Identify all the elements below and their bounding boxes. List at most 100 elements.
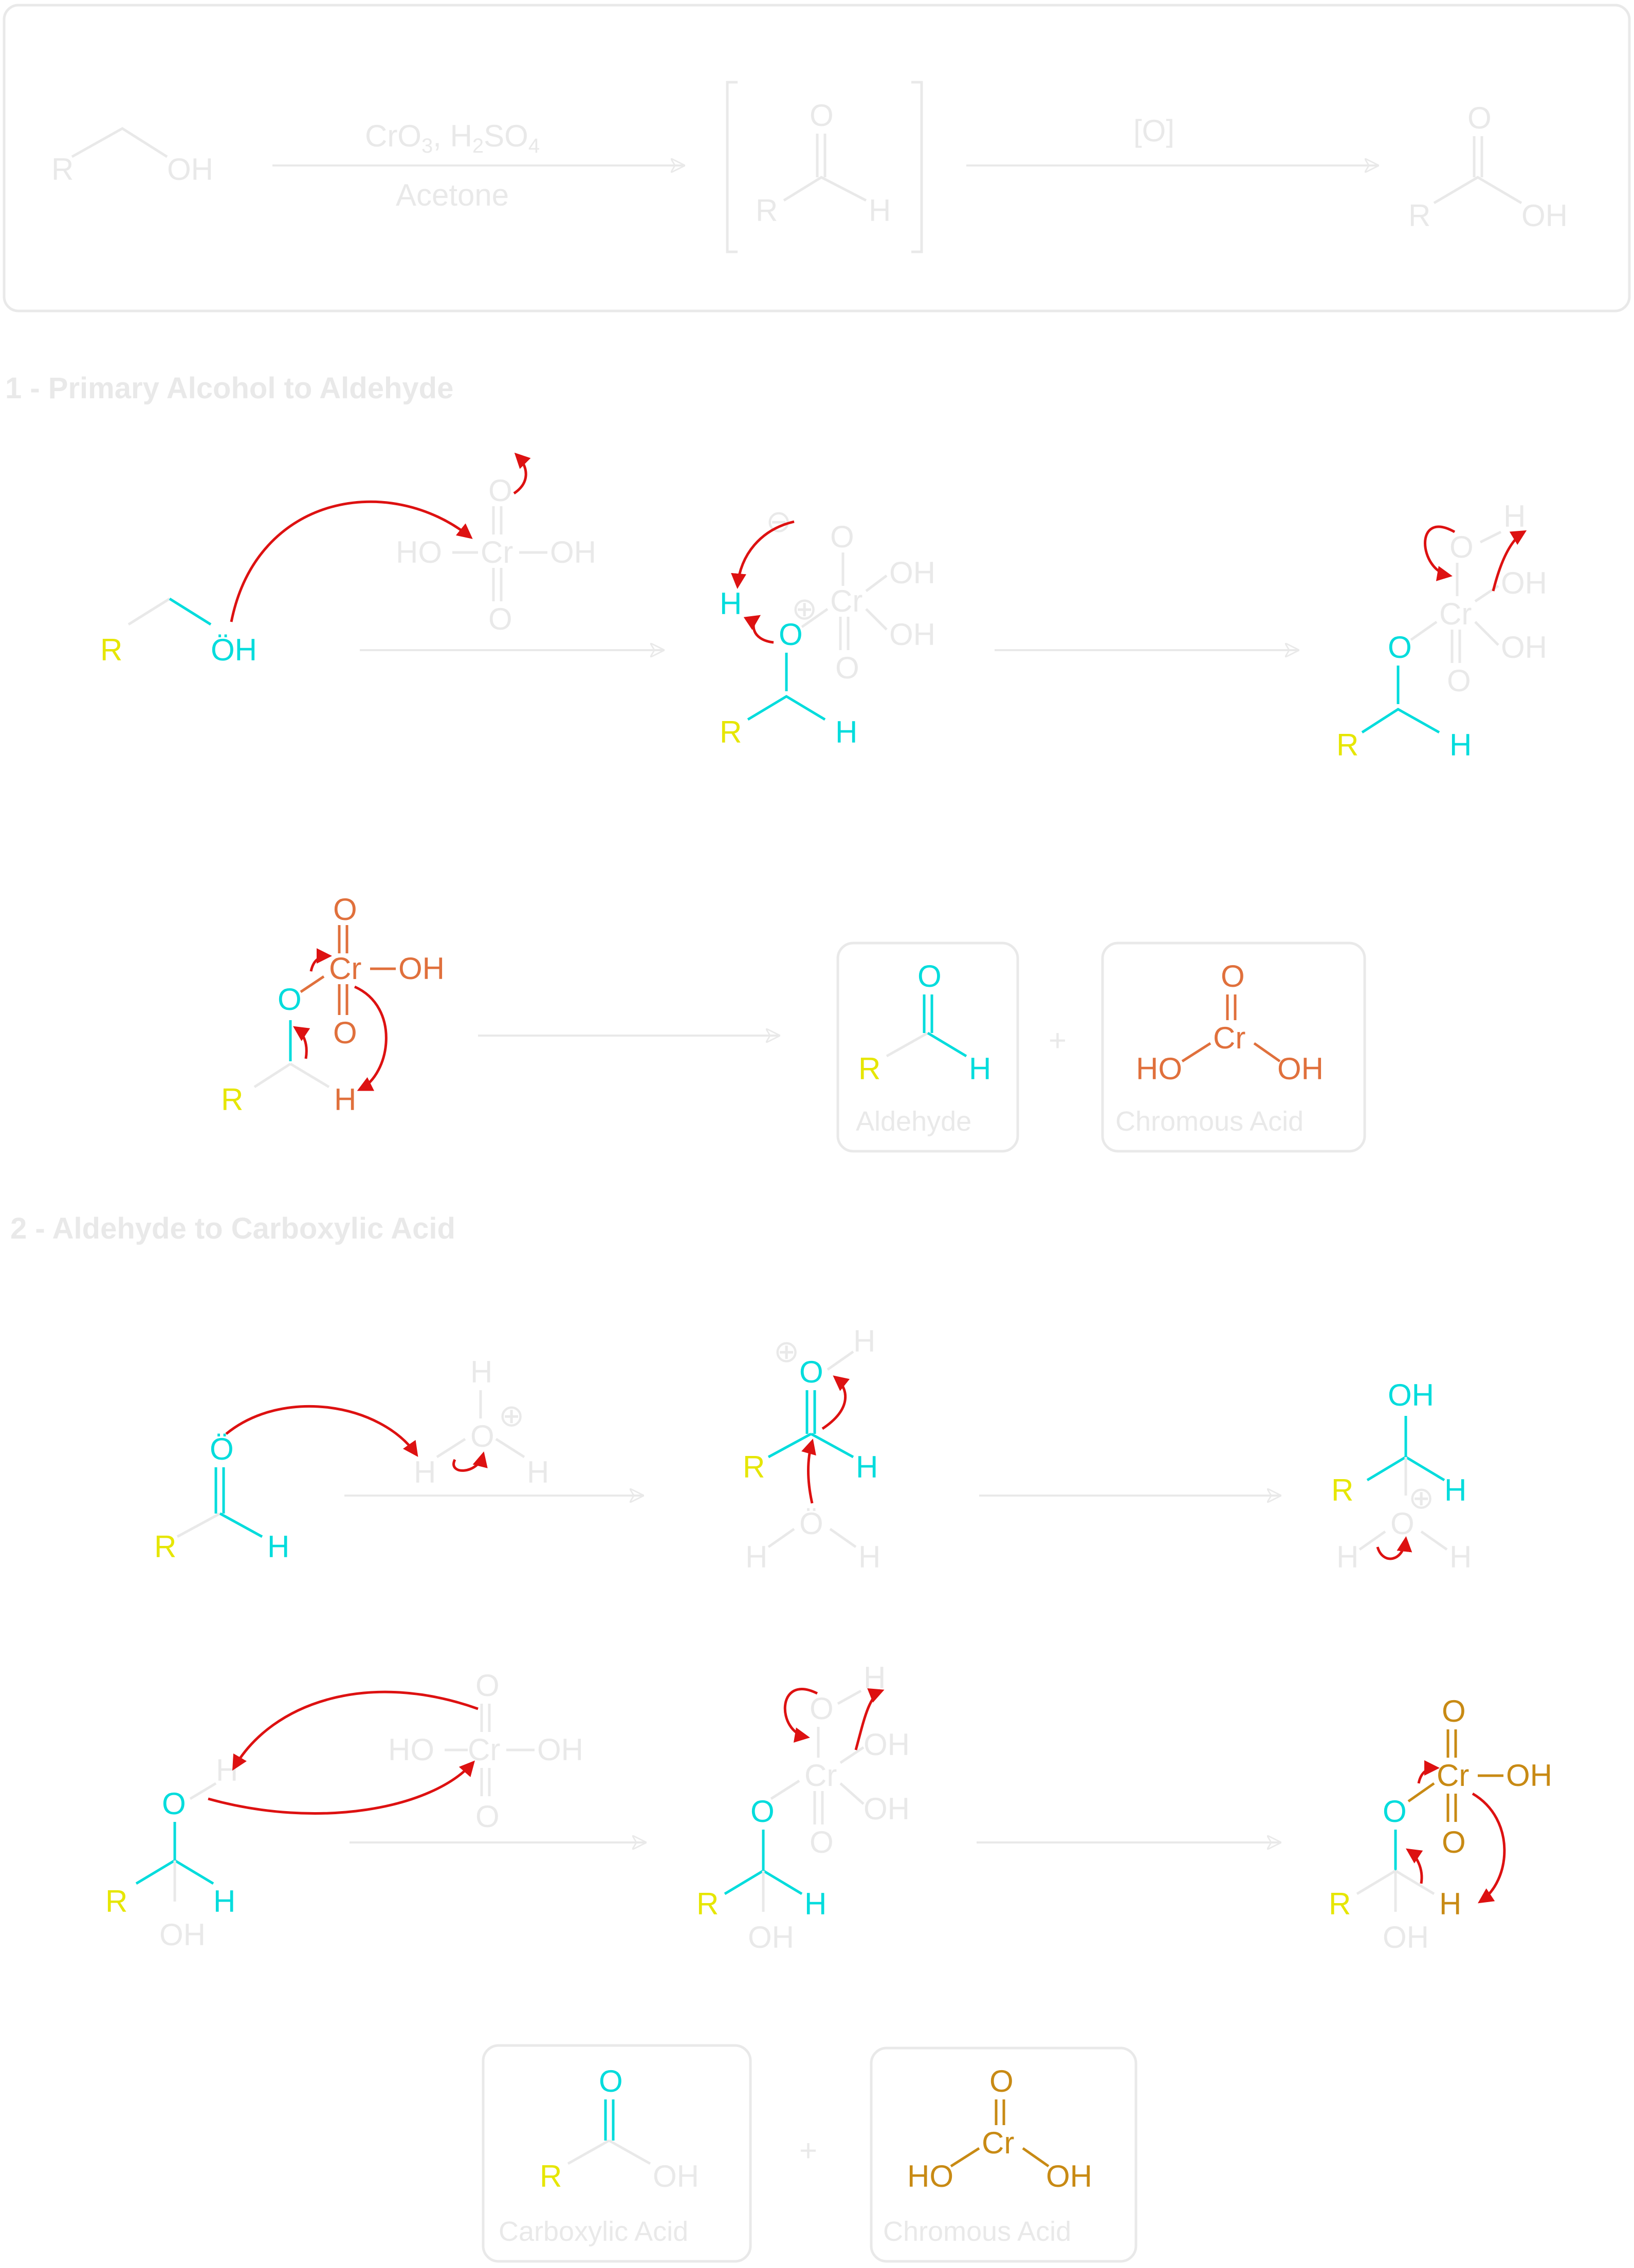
oh-label: OH (167, 152, 213, 187)
svg-text:O: O (470, 1419, 494, 1453)
svg-text:OH: OH (889, 556, 935, 590)
s2-arrow-elim (1472, 1792, 1506, 1904)
svg-text:R: R (1331, 1473, 1353, 1507)
svg-text:HO: HO (907, 2159, 953, 2193)
svg-text:OH: OH (864, 1792, 910, 1826)
s1-plus: + (1049, 1023, 1067, 1058)
svg-text:O: O (1383, 1794, 1407, 1829)
svg-text:O: O (750, 1794, 775, 1829)
svg-text:H: H (470, 1355, 492, 1389)
svg-text:R: R (105, 1884, 127, 1919)
svg-text:O: O (917, 959, 942, 993)
svg-text:Aldehyde: Aldehyde (856, 1106, 971, 1137)
s2-protonated-aldehyde: ⊕ O H R H (743, 1324, 878, 1484)
svg-text:H: H (1503, 499, 1526, 533)
svg-text:O: O (799, 1355, 823, 1389)
s1-arrow-ocr (309, 948, 332, 972)
svg-text:OH: OH (889, 617, 935, 652)
s2-chromate-ester: O Cr OH O O R H OH (1329, 1694, 1552, 1954)
s2-arrow-ch (1406, 1848, 1423, 1884)
svg-text:Cr: Cr (481, 535, 513, 569)
svg-text:Cr: Cr (804, 1758, 837, 1793)
svg-text:O: O (1449, 530, 1474, 564)
s1-chromic-acid: HO Cr OH O O (396, 473, 596, 636)
s1-arrow-attack (230, 500, 473, 622)
svg-text:R: R (858, 1052, 880, 1086)
svg-text:Chromous Acid: Chromous Acid (1115, 1106, 1303, 1137)
s2-hydrate: O H R H OH (105, 1753, 238, 1952)
s1-arrow-elim (354, 985, 388, 1091)
svg-text:H: H (856, 1450, 878, 1484)
svg-text:H: H (720, 586, 742, 621)
svg-text:OH: OH (1383, 1920, 1429, 1954)
s1-intermediate-2: H O Cr OH OH O O R H (1336, 499, 1547, 762)
svg-text:OH: OH (1501, 566, 1547, 600)
svg-text:O: O (278, 982, 302, 1017)
svg-text:R: R (743, 1450, 765, 1484)
svg-text:H: H (745, 1540, 767, 1574)
svg-text:H: H (858, 1540, 880, 1574)
svg-text:O: O (810, 1825, 834, 1859)
svg-text:Ö: Ö (210, 1432, 234, 1466)
s1-arrow-proton (731, 520, 795, 589)
svg-text:R: R (720, 715, 742, 749)
s1-chromate-ester: O Cr OH O O R H (221, 892, 445, 1117)
svg-text:Cr: Cr (1437, 1758, 1469, 1793)
section-1-title: 1 - Primary Alcohol to Aldehyde (5, 372, 453, 405)
svg-text:OH: OH (1388, 1378, 1434, 1412)
svg-text:R: R (221, 1082, 243, 1117)
svg-text:HO: HO (396, 535, 442, 569)
svg-text:R: R (100, 633, 122, 667)
s2-arrow-protonate (225, 1405, 418, 1457)
svg-text:O: O (333, 892, 357, 927)
svg-text:H: H (1439, 1887, 1461, 1921)
svg-text:R: R (696, 1887, 719, 1921)
svg-text:H: H (1444, 1473, 1466, 1507)
svg-text:OH: OH (1277, 1052, 1324, 1086)
svg-text:⊖: ⊖ (766, 504, 792, 539)
svg-text:O: O (810, 1691, 834, 1726)
svg-text:O: O (1447, 663, 1471, 698)
overview-panel: R OH CrO3, H2SO4 Acetone O R H [O] O R O (3, 4, 1631, 312)
svg-text:OH: OH (864, 1727, 910, 1762)
svg-text:⊕: ⊕ (774, 1334, 799, 1369)
svg-text:OH: OH (159, 1917, 206, 1952)
svg-text:O: O (488, 473, 512, 508)
svg-text:H: H (213, 1884, 235, 1919)
s2-arrow-oh (452, 1451, 488, 1472)
svg-text:O: O (1221, 959, 1245, 993)
svg-text:HO: HO (1136, 1052, 1182, 1086)
svg-text:H: H (864, 1661, 886, 1695)
svg-text:R: R (1329, 1887, 1351, 1921)
svg-text:R: R (1336, 728, 1358, 762)
svg-text:Cr: Cr (329, 951, 361, 986)
s2-hydronium: H O ⊕ H H (414, 1355, 549, 1489)
s2-arrow-loop (783, 1688, 818, 1743)
svg-text:OH: OH (748, 1920, 794, 1954)
svg-text:O: O (475, 1799, 500, 1834)
s1-intermediate-1: ⊖ O Cr OH OH O ⊕ H O R H (720, 504, 935, 749)
svg-text:O: O (475, 1668, 500, 1703)
s2-arrow-oh-attack (208, 1760, 475, 1815)
svg-text:Cr: Cr (1213, 1021, 1245, 1055)
oxidant-label: [O] (1133, 114, 1174, 148)
s2-arrow-proton-transfer (232, 1690, 479, 1771)
svg-text:⊕: ⊕ (1408, 1481, 1434, 1515)
svg-text:OH: OH (537, 1732, 583, 1767)
svg-text:O: O (1467, 101, 1492, 135)
svg-text:Carboxylic Acid: Carboxylic Acid (499, 2216, 688, 2247)
s2-water: Ö H H (745, 1506, 880, 1574)
svg-text:H: H (216, 1753, 238, 1787)
svg-text:O: O (810, 98, 834, 133)
svg-text:H: H (869, 193, 891, 228)
svg-text:Cr: Cr (982, 2126, 1014, 2160)
svg-text:H: H (334, 1082, 356, 1117)
svg-text:Cr: Cr (468, 1732, 500, 1767)
s2-arrow-pi (821, 1375, 850, 1430)
svg-text:H: H (853, 1324, 875, 1358)
svg-text:O: O (333, 1016, 357, 1050)
s2-arrow-water-attack (801, 1439, 816, 1504)
r-label: R (51, 152, 74, 187)
svg-text:R: R (540, 2159, 562, 2193)
